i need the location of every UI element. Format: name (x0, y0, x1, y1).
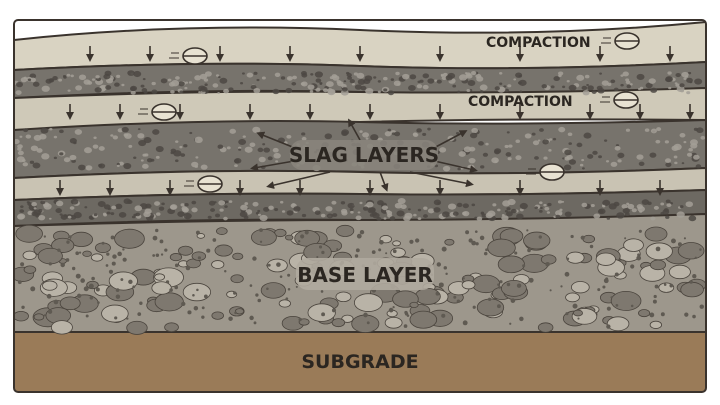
compactor-roller-icon (184, 175, 223, 193)
up-arrow-icon (409, 171, 474, 188)
diagram-frame (13, 19, 707, 393)
subgrade-label: SUBGRADE (301, 351, 418, 373)
compactor-roller-icon (138, 103, 177, 121)
aggregate-texture (14, 70, 706, 335)
compaction-label-middle: COMPACTION (468, 94, 573, 110)
up-arrow-icon (266, 171, 331, 189)
compactor-roller-icon (526, 163, 565, 181)
base-label-backdrop (296, 258, 434, 290)
compactor-rollers (138, 32, 640, 193)
base-layer-label: BASE LAYER (297, 263, 433, 287)
compactor-roller-icon (169, 47, 208, 65)
up-arrow-icon (348, 118, 361, 141)
slag-layers-label: SLAG LAYERS (289, 143, 439, 167)
compaction-label-top: COMPACTION (486, 35, 591, 51)
up-arrow-icon (379, 171, 389, 192)
compactor-roller-icon (600, 91, 639, 109)
slag-label-backdrop (290, 140, 438, 170)
compactor-roller-icon (601, 32, 640, 50)
compaction-arrows (56, 46, 694, 196)
